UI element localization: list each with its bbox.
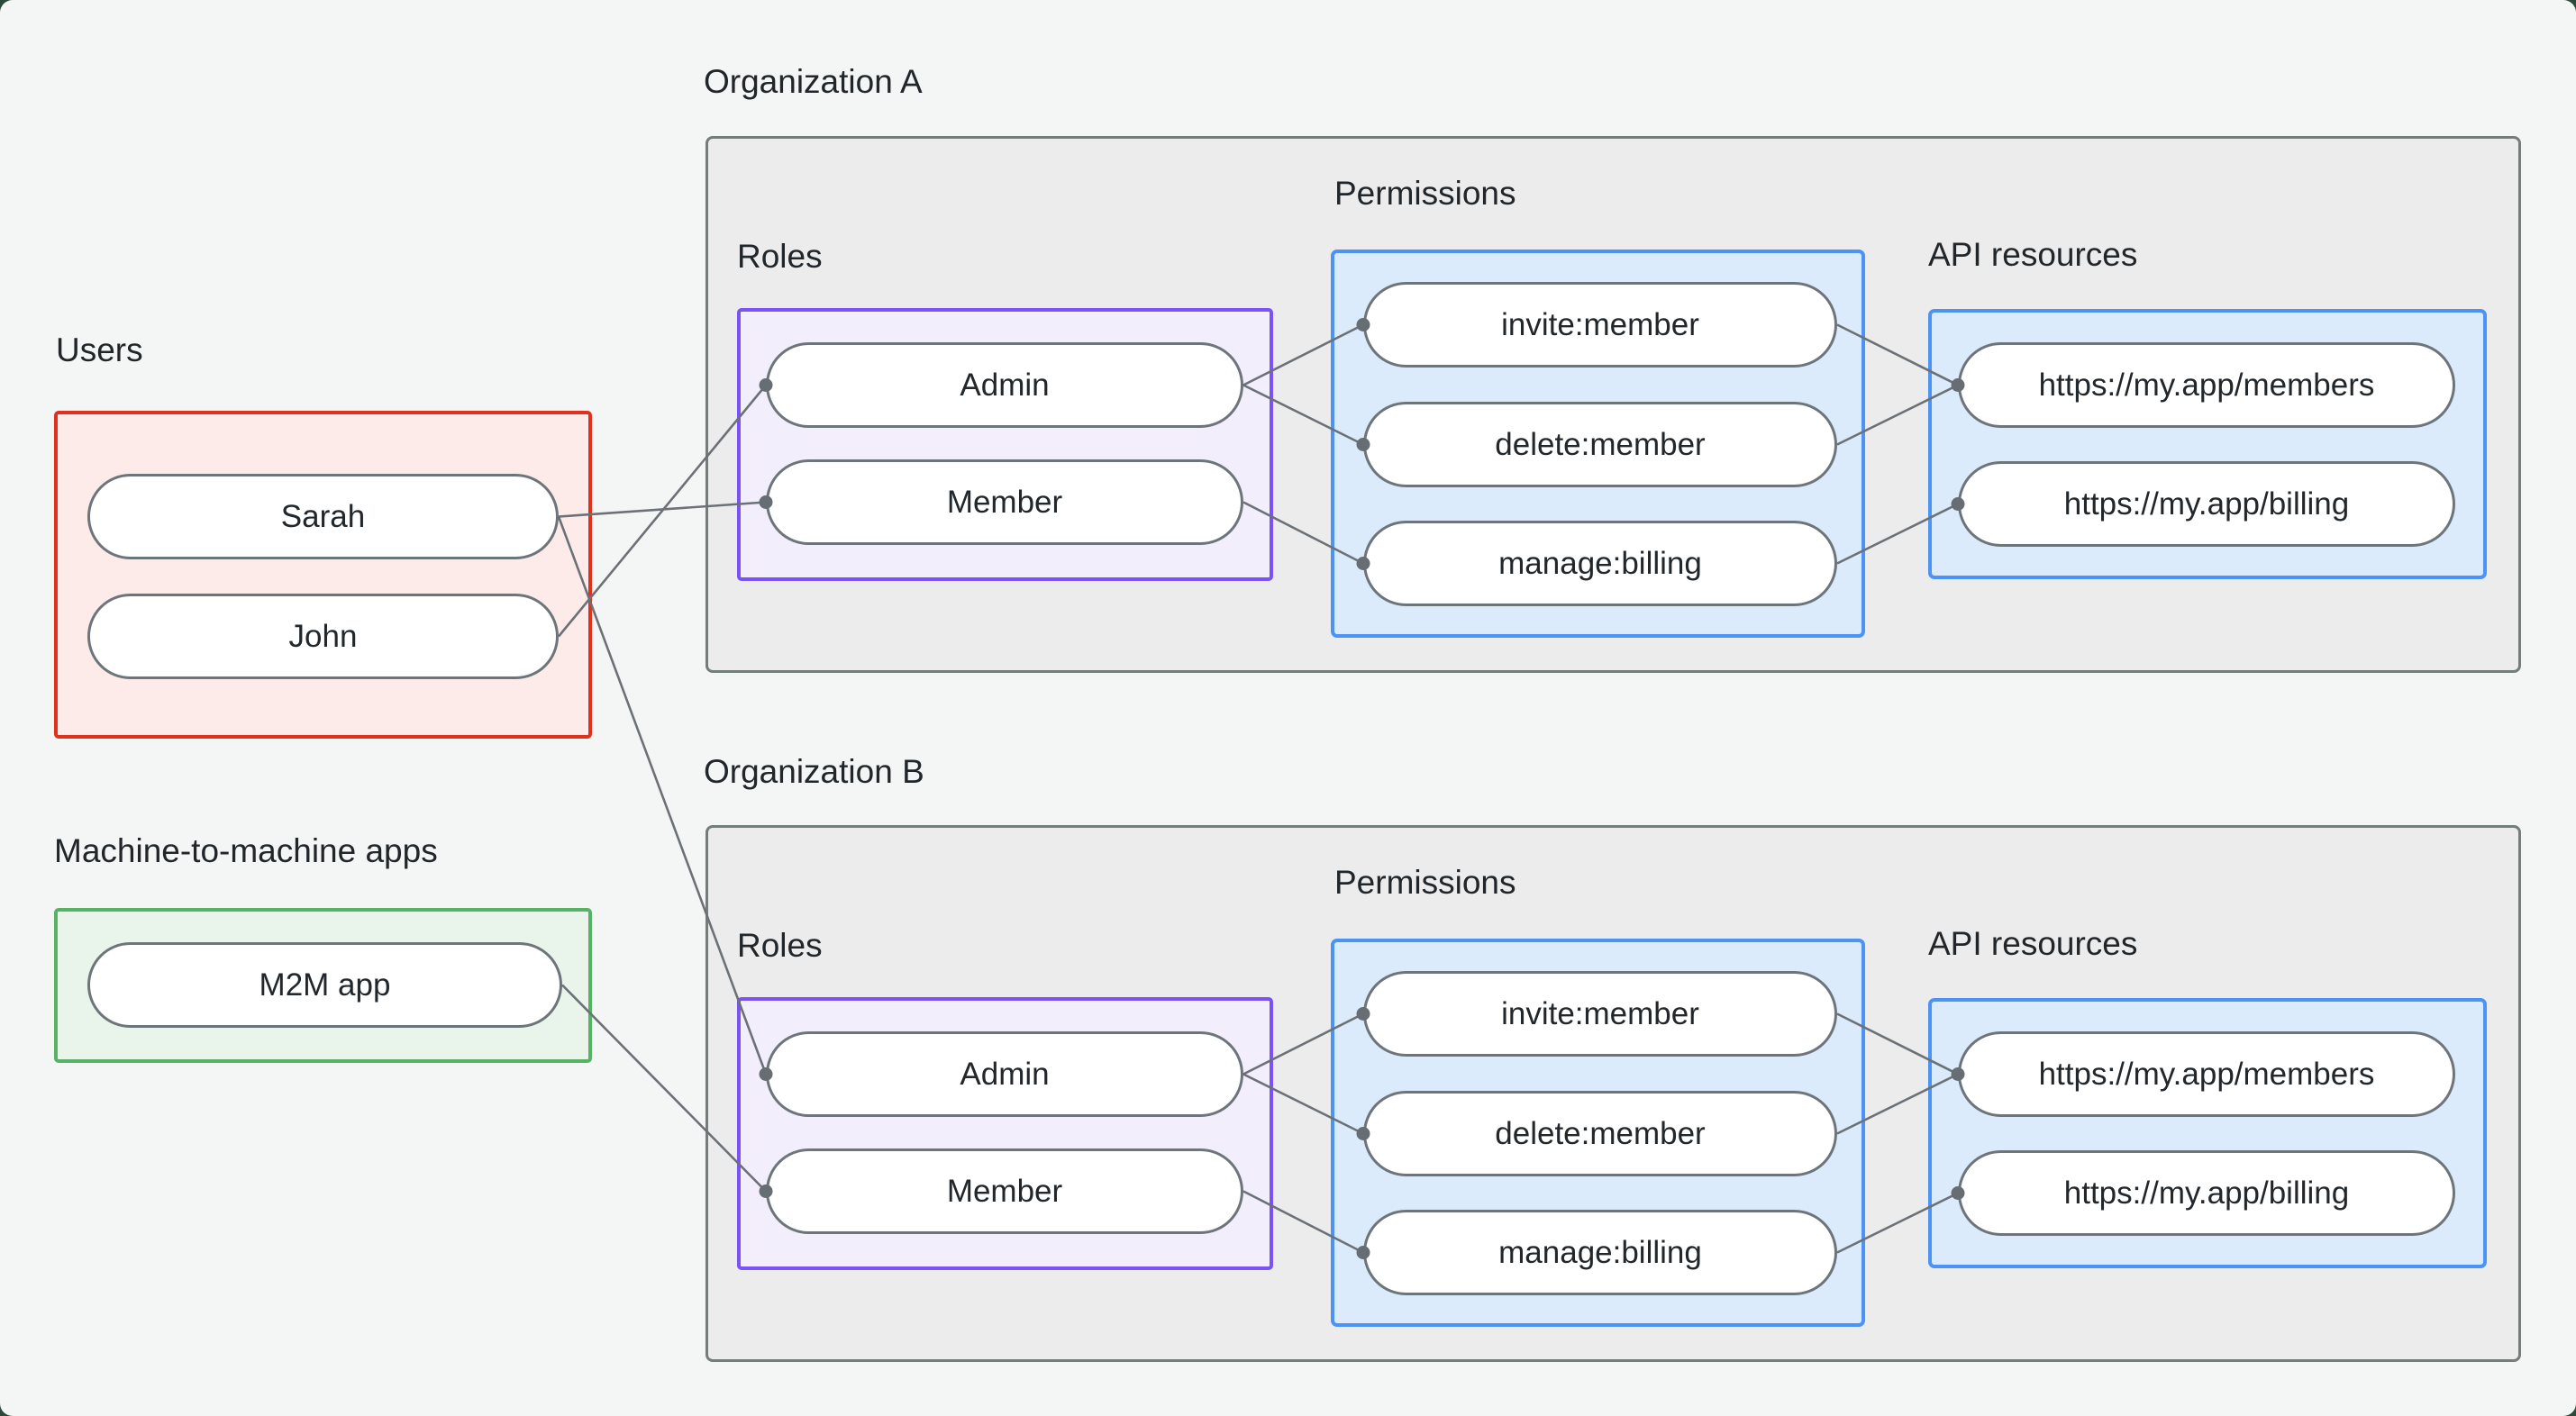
users-group-box bbox=[54, 411, 592, 739]
m2m-app-node: M2M app bbox=[87, 942, 562, 1028]
org-a-permissions-label: Permissions bbox=[1334, 175, 1516, 212]
org-b-api-members: https://my.app/members bbox=[1958, 1031, 2455, 1117]
org-b-role-member: Member bbox=[766, 1148, 1243, 1234]
org-b-api-label: API resources bbox=[1928, 925, 2138, 962]
org-a-perm-invite: invite:member bbox=[1363, 282, 1837, 368]
org-a-perm-delete: delete:member bbox=[1363, 402, 1837, 487]
org-a-api-members: https://my.app/members bbox=[1958, 342, 2455, 428]
user-node-sarah: Sarah bbox=[87, 474, 559, 559]
m2m-group-label: Machine-to-machine apps bbox=[54, 832, 438, 869]
org-a-role-member: Member bbox=[766, 459, 1243, 545]
org-a-role-admin: Admin bbox=[766, 342, 1243, 428]
org-a-perm-manage: manage:billing bbox=[1363, 521, 1837, 606]
org-b-roles-label: Roles bbox=[737, 927, 823, 964]
org-b-perm-invite: invite:member bbox=[1363, 971, 1837, 1057]
org-a-roles-label: Roles bbox=[737, 238, 823, 275]
users-group-label: Users bbox=[56, 331, 143, 368]
org-a-label: Organization A bbox=[704, 63, 923, 100]
user-node-john: John bbox=[87, 594, 559, 679]
org-b-perm-delete: delete:member bbox=[1363, 1091, 1837, 1176]
org-a-api-billing: https://my.app/billing bbox=[1958, 461, 2455, 547]
org-a-api-label: API resources bbox=[1928, 236, 2138, 273]
org-b-permissions-label: Permissions bbox=[1334, 864, 1516, 901]
org-b-api-billing: https://my.app/billing bbox=[1958, 1150, 2455, 1236]
org-b-perm-manage: manage:billing bbox=[1363, 1210, 1837, 1295]
org-b-role-admin: Admin bbox=[766, 1031, 1243, 1117]
org-b-label: Organization B bbox=[704, 753, 924, 790]
